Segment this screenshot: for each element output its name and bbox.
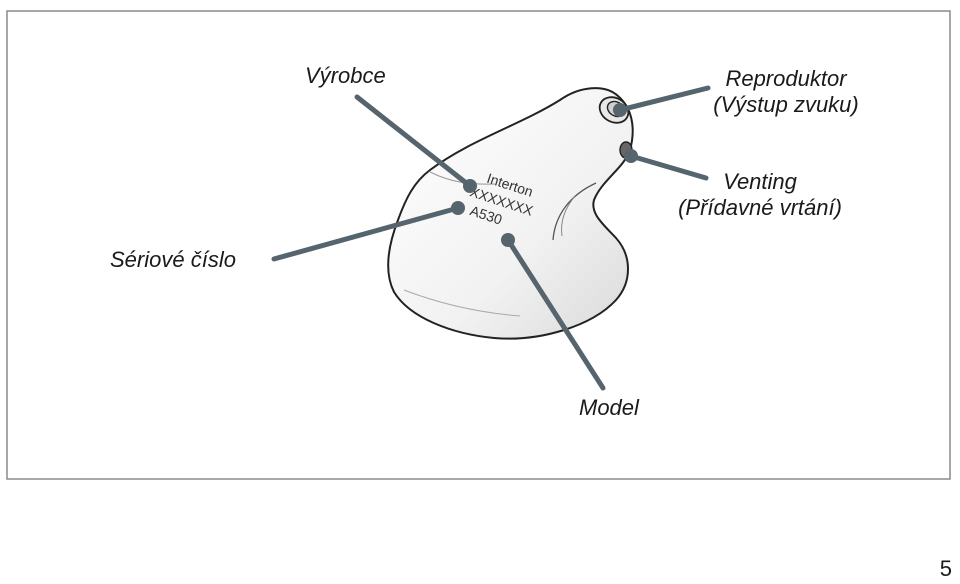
venting-label: Venting (Přídavné vrtání) xyxy=(666,169,854,221)
model-leader-line xyxy=(505,237,606,391)
speaker-leader-dot xyxy=(613,103,627,117)
venting-label-line2: (Přídavné vrtání) xyxy=(678,195,842,220)
manufacturer-label: Výrobce xyxy=(305,63,386,88)
manufacturer-leader-dot xyxy=(463,179,477,193)
serial-number-label: Sériové číslo xyxy=(110,247,236,272)
diagram-border xyxy=(6,10,951,480)
speaker-leader-line xyxy=(617,85,711,113)
serial-leader-dot xyxy=(451,201,465,215)
venting-label-line1: Venting xyxy=(723,169,797,194)
speaker-label: Reproduktor (Výstup zvuku) xyxy=(700,66,872,118)
manufacturer-leader-line xyxy=(354,94,473,189)
page-number: 5 xyxy=(939,556,952,581)
hearing-aid-illustration: Interton XXXXXXX A530 xyxy=(387,87,634,340)
speaker-label-line2: (Výstup zvuku) xyxy=(713,92,859,117)
venting-leader-dot xyxy=(624,149,638,163)
hearing-aid-shell xyxy=(387,87,634,340)
model-leader-dot xyxy=(501,233,515,247)
serial-leader-line xyxy=(271,205,461,262)
model-label: Model xyxy=(579,395,639,420)
venting-leader-line xyxy=(628,153,709,181)
speaker-label-line1: Reproduktor xyxy=(725,66,847,91)
